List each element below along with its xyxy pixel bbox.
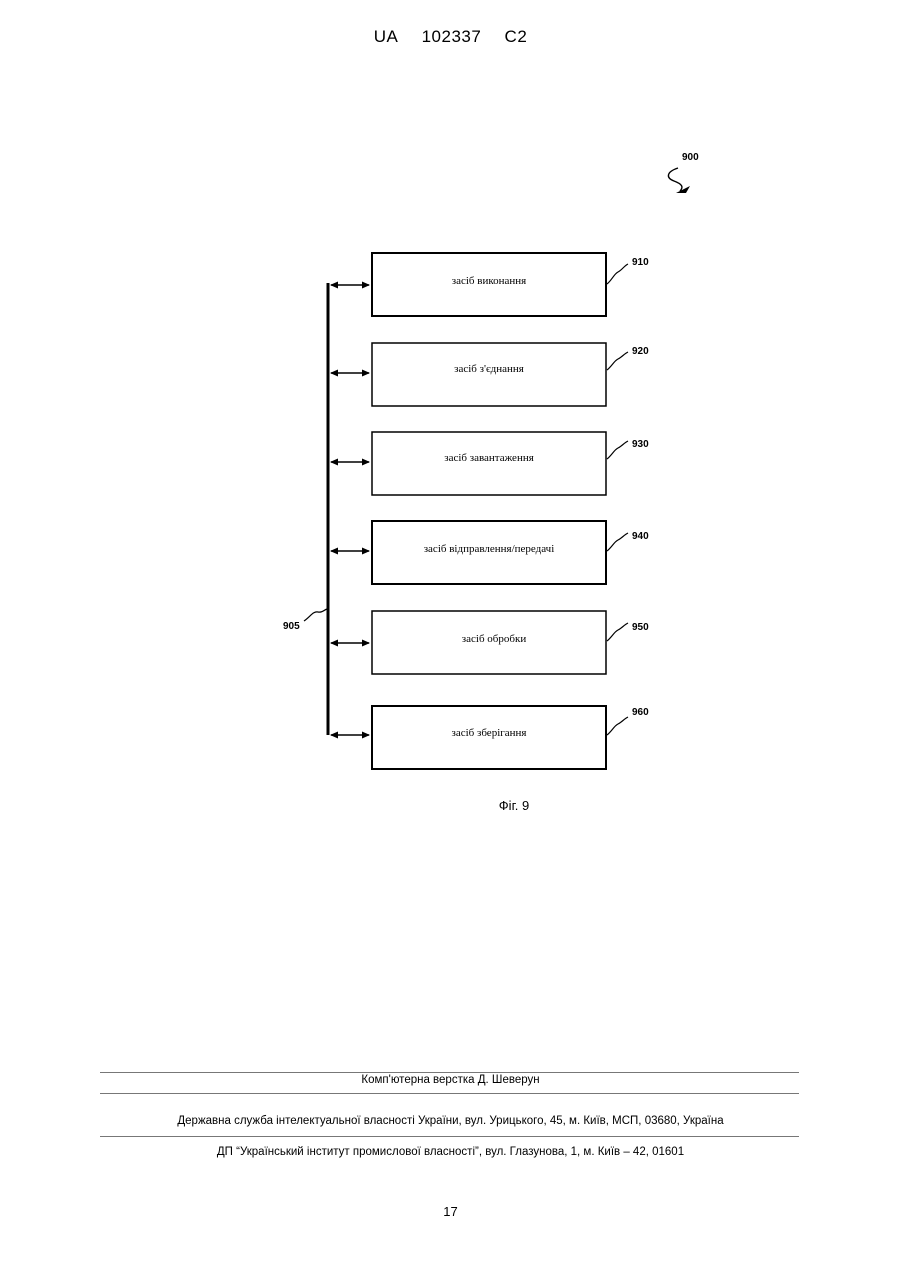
block-960: засіб зберігання 960 [331,706,649,769]
ref-label-900: 900 [682,152,699,163]
footer-agency: Державна служба інтелектуальної власност… [0,1115,901,1127]
ref-label-940: 940 [632,531,649,542]
ref-label-905: 905 [283,621,300,632]
block-920: засіб з'єднання 920 [331,343,649,406]
ref-label-910: 910 [632,257,649,268]
ref-pointer [607,264,628,284]
ref-pointer [607,441,628,459]
page-number: 17 [0,1204,901,1219]
block-label: засіб відправлення/передачі [424,543,555,555]
block-label: засіб з'єднання [454,363,524,375]
ref-pointer [607,623,628,641]
ref-pointer [607,533,628,551]
block-950: засіб обробки 950 [331,611,649,674]
footer-divider [100,1093,799,1094]
block-910: засіб виконання 910 [331,253,649,316]
ref-pointer-905 [304,609,327,621]
ref-pointer [607,352,628,370]
block-label: засіб обробки [462,633,527,645]
footer-divider [100,1136,799,1137]
block-label: засіб зберігання [452,727,527,739]
block-label: засіб виконання [452,275,526,287]
ref-pointer-900 [668,168,682,191]
footer-divider [100,1072,799,1073]
footer-layout-credit: Комп'ютерна верстка Д. Шеверун [0,1074,901,1086]
ref-label-960: 960 [632,707,649,718]
ref-label-920: 920 [632,346,649,357]
figure-caption: Фіг. 9 [499,798,529,813]
block-label: засіб завантаження [444,452,534,464]
ref-label-950: 950 [632,622,649,633]
ref-pointer [607,717,628,735]
block-930: засіб завантаження 930 [331,432,649,495]
ref-arrowhead-900 [676,186,690,193]
footer-institute: ДП “Український інститут промислової вла… [0,1146,901,1158]
ref-label-930: 930 [632,439,649,450]
block-940: засіб відправлення/передачі 940 [331,521,649,584]
